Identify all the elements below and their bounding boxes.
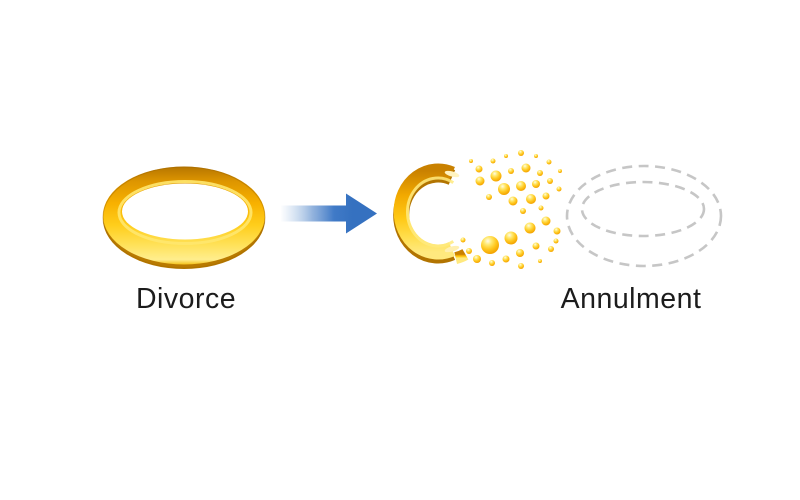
gold-particles <box>460 150 562 269</box>
gold-particle <box>490 158 496 164</box>
gold-particle <box>538 205 544 211</box>
gold-particle <box>518 263 524 269</box>
gold-particle <box>558 169 562 173</box>
gold-particle <box>532 242 540 250</box>
gold-ring-icon <box>102 166 266 269</box>
divorce-label: Divorce <box>136 283 236 315</box>
gold-particle <box>548 246 554 252</box>
gold-particle <box>524 222 536 234</box>
gold-particle <box>475 176 485 186</box>
gold-particle <box>508 168 514 174</box>
gold-particle <box>521 163 531 173</box>
arrow-shape <box>281 193 377 234</box>
gold-particle <box>556 186 562 192</box>
ring-inner-highlight <box>117 180 253 245</box>
ring-hole <box>122 183 248 240</box>
gold-particle <box>542 192 550 200</box>
gold-particle <box>504 231 518 245</box>
gold-particle <box>546 159 552 165</box>
gold-particle <box>541 216 551 226</box>
break-cut-face-bottom <box>444 245 460 253</box>
dashed-ring-outline-icon <box>565 164 723 268</box>
gold-particle <box>502 255 510 263</box>
dissolving-ring-icon <box>393 150 562 269</box>
break-cut-face-top <box>444 170 460 178</box>
gold-particle <box>490 170 502 182</box>
broken-ring-fragment <box>454 248 469 264</box>
ring-outer-rim <box>102 166 266 269</box>
gold-particle <box>475 165 483 173</box>
gold-particle <box>518 150 524 156</box>
gold-particle <box>498 183 510 195</box>
gold-particle <box>504 154 508 158</box>
gold-particle <box>537 170 543 176</box>
gold-particle <box>538 259 542 263</box>
gold-particle <box>460 237 466 243</box>
dashed-inner-ellipse <box>580 180 706 238</box>
gold-particle <box>553 227 561 235</box>
gold-particle <box>466 248 472 254</box>
gold-particle <box>508 196 518 206</box>
gold-particle <box>516 249 524 257</box>
gold-particle <box>489 260 495 266</box>
gold-particle <box>532 180 540 188</box>
broken-ring-inner-highlight <box>405 176 455 248</box>
gold-particle <box>553 238 559 244</box>
gold-particle <box>547 178 553 184</box>
right-arrow-icon <box>281 193 377 234</box>
gold-particle <box>516 181 526 191</box>
dashed-outer-ellipse <box>565 164 723 268</box>
gold-particle <box>534 154 538 158</box>
gold-particle <box>473 255 481 263</box>
gold-particle <box>486 194 492 200</box>
annulment-label: Annulment <box>561 283 702 315</box>
gold-particle <box>469 159 473 163</box>
gold-particle <box>520 208 526 214</box>
gold-particle <box>526 194 536 204</box>
gold-particle <box>481 236 499 254</box>
broken-ring-band <box>393 163 455 260</box>
